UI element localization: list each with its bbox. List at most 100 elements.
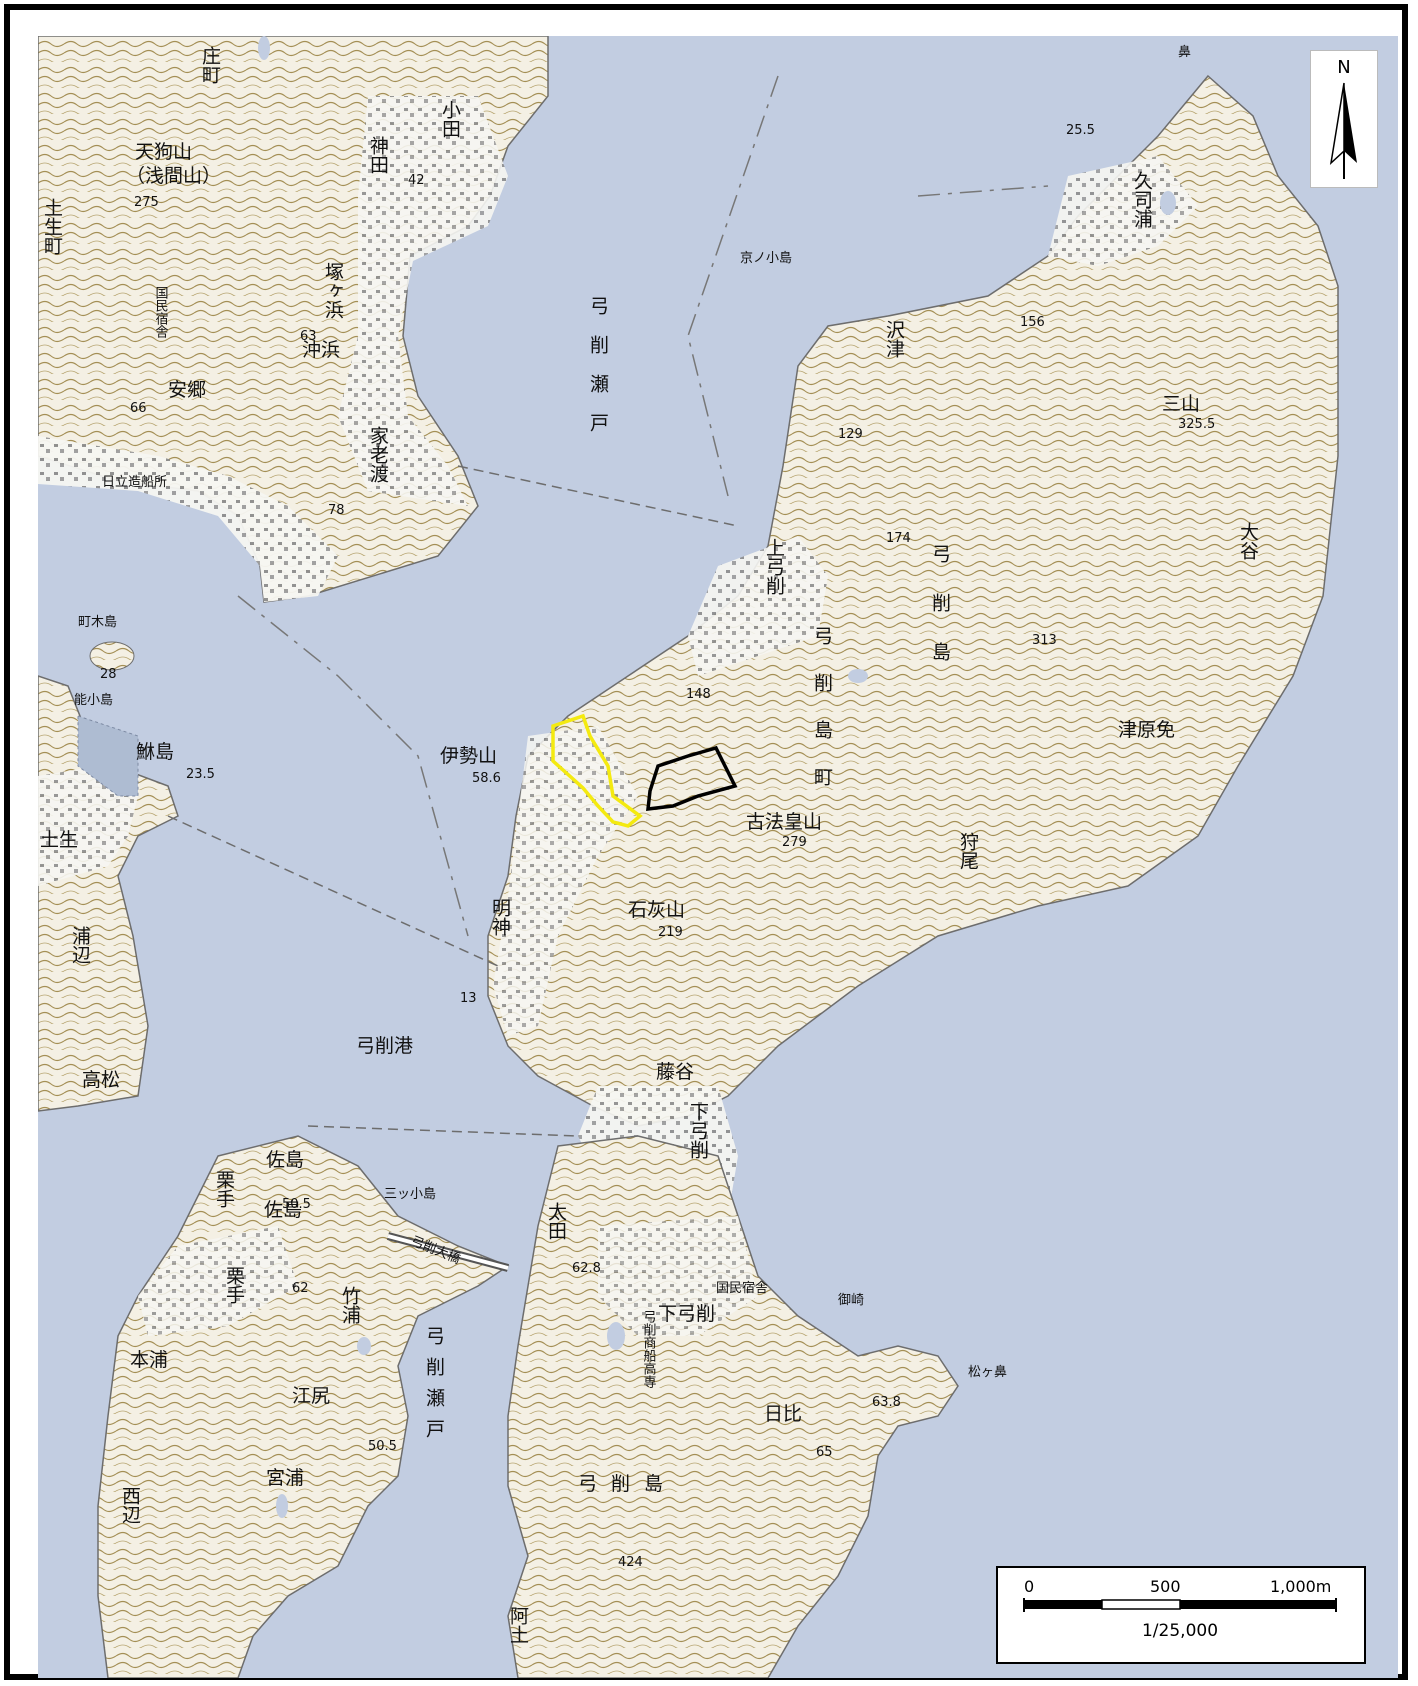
label-ooya: 大谷 xyxy=(1237,522,1259,560)
label-shikinoki: 町木島 xyxy=(78,615,117,630)
label-sakishima: 鮴島 xyxy=(136,741,174,763)
label-habu-town: 土生町 xyxy=(41,198,63,255)
label-yuge-shosen: 弓削商船高専 xyxy=(641,1310,657,1388)
label-nonokojima: 能小島 xyxy=(74,693,113,708)
pond xyxy=(848,669,868,683)
label-kokumin-shukusha-1: 国民宿舎 xyxy=(153,286,169,339)
label-sengenzan: （浅間山） xyxy=(126,165,221,187)
label-karuo: 狩尾 xyxy=(957,832,979,870)
ferry-route xyxy=(167,815,499,967)
scale-ratio: 1/25,000 xyxy=(1142,1621,1218,1641)
town-ota xyxy=(598,1216,758,1336)
spot-height: 58.6 xyxy=(472,771,501,786)
label-shimoyuge-1: 下弓削 xyxy=(687,1102,709,1159)
pond xyxy=(258,36,270,60)
label-kushiura: 久司浦 xyxy=(1131,171,1153,229)
spot-height: 13 xyxy=(460,991,477,1006)
scale-tick-0: 0 xyxy=(1024,1577,1034,1596)
spot-heights: 275 42 63 66 78 25.5 156 325.5 129 174 3… xyxy=(100,123,1215,1570)
spot-height: 129 xyxy=(838,427,863,442)
spot-height: 148 xyxy=(686,687,711,702)
map-frame: 天狗山 （浅間山） 庄町 土生町 神田 小田 塚ヶ浜 沖浜 国民宿舎 安郷 家老… xyxy=(4,4,1408,1680)
label-oda: 小田 xyxy=(439,100,461,138)
label-urabe: 浦辺 xyxy=(69,926,91,964)
sea-boundary xyxy=(917,185,1049,197)
spot-height: 50.5 xyxy=(282,1197,311,1212)
label-kurite: 栗手 xyxy=(213,1170,235,1208)
label-yugeshima-1: 弓削島 xyxy=(929,544,951,691)
sea-boundary xyxy=(237,595,469,937)
tidal-flat xyxy=(77,715,139,797)
pond xyxy=(357,1337,371,1355)
label-okihama: 沖浜 xyxy=(302,339,340,361)
label-isezan: 伊勢山 xyxy=(440,745,497,767)
label-motoura: 本浦 xyxy=(130,1349,168,1371)
label-sashima-2: 佐島 xyxy=(264,1199,302,1221)
label-ejiri: 江尻 xyxy=(292,1385,330,1407)
town-kanda xyxy=(338,96,508,506)
pond xyxy=(607,1322,625,1350)
label-kaerodo: 家老渡 xyxy=(367,426,389,483)
label-koganeyama: 古法皇山 xyxy=(746,811,822,833)
town-kamiyuge xyxy=(688,536,828,676)
spot-height: 63.8 xyxy=(872,1395,901,1410)
spot-height: 62.8 xyxy=(572,1261,601,1276)
town-habu xyxy=(38,766,138,886)
spot-height: 313 xyxy=(1032,633,1057,648)
label-hitachi-zosen: 日立造船所 xyxy=(102,475,167,490)
survey-area-yellow xyxy=(551,713,643,828)
label-matsugahana: 松ヶ鼻 xyxy=(968,1364,1007,1380)
spot-height: 28 xyxy=(100,667,117,682)
scale-bar-graphic: 0 500 1,000m 1/25,000 xyxy=(1023,1577,1337,1641)
label-yugeseto-1: 弓削瀬戸 xyxy=(587,296,609,452)
pond xyxy=(276,1494,288,1518)
scale-tick-500: 500 xyxy=(1150,1577,1181,1596)
label-hana2: 阿土 xyxy=(507,1606,529,1644)
place-labels: 天狗山 （浅間山） 庄町 土生町 神田 小田 塚ヶ浜 沖浜 国民宿舎 安郷 家老… xyxy=(40,44,1259,1644)
label-miyaura: 宮浦 xyxy=(266,1467,304,1489)
scale-bar: 0 500 1,000m 1/25,000 xyxy=(996,1566,1366,1664)
label-tenguyama: 天狗山 xyxy=(135,141,192,163)
pond xyxy=(1160,191,1176,215)
spot-height: 174 xyxy=(886,531,911,546)
spot-height: 219 xyxy=(658,925,683,940)
spot-height: 62 xyxy=(292,1281,309,1296)
spot-height: 42 xyxy=(408,173,425,188)
spot-height: 156 xyxy=(1020,315,1045,330)
label-nishibe: 西辺 xyxy=(119,1486,141,1524)
topographic-map: 天狗山 （浅間山） 庄町 土生町 神田 小田 塚ヶ浜 沖浜 国民宿舎 安郷 家老… xyxy=(38,36,1398,1678)
label-mitsukojima: 三ッ小島 xyxy=(384,1187,436,1202)
label-takenoura: 竹浦 xyxy=(339,1286,361,1325)
town-west-coast xyxy=(493,726,638,1036)
scale-tick-1000: 1,000m xyxy=(1270,1577,1331,1596)
label-habu: 土生 xyxy=(40,829,78,851)
label-sekkaizan: 石灰山 xyxy=(628,899,685,921)
spot-height: 63 xyxy=(300,329,317,344)
spot-height: 65 xyxy=(816,1445,833,1460)
north-arrow: N xyxy=(1310,50,1378,188)
north-arrow-icon: N xyxy=(1329,57,1357,179)
survey-area-black xyxy=(646,745,738,812)
label-yugeshima-town: 弓削島町 xyxy=(811,626,833,814)
spot-height: 66 xyxy=(130,401,147,416)
spot-height: 25.5 xyxy=(1066,123,1095,138)
label-hana: 鼻 xyxy=(1178,44,1191,60)
label-kamiyuge: 上弓削 xyxy=(763,538,785,595)
ferry-route xyxy=(307,1125,579,1137)
shipyard xyxy=(38,436,338,602)
spot-height: 279 xyxy=(782,835,807,850)
label-takamatsu: 高松 xyxy=(82,1069,120,1091)
label-sashima: 佐島 xyxy=(266,1149,304,1171)
label-kanda: 神田 xyxy=(367,136,389,174)
label-sawazu: 沢津 xyxy=(883,320,905,358)
spot-height: 424 xyxy=(618,1555,643,1570)
label-misaki: 御崎 xyxy=(838,1293,864,1308)
label-hibi: 日比 xyxy=(764,1403,802,1425)
sea-boundary xyxy=(687,75,779,497)
spot-height: 325.5 xyxy=(1178,417,1215,432)
label-yugeko: 弓削港 xyxy=(356,1035,413,1057)
label-mitsuyama: 三山 xyxy=(1162,393,1200,415)
label-kokumin-shukusha-2: 国民宿舎 xyxy=(716,1280,768,1296)
town-sashima xyxy=(138,1226,298,1336)
spot-height: 50.5 xyxy=(368,1439,397,1454)
